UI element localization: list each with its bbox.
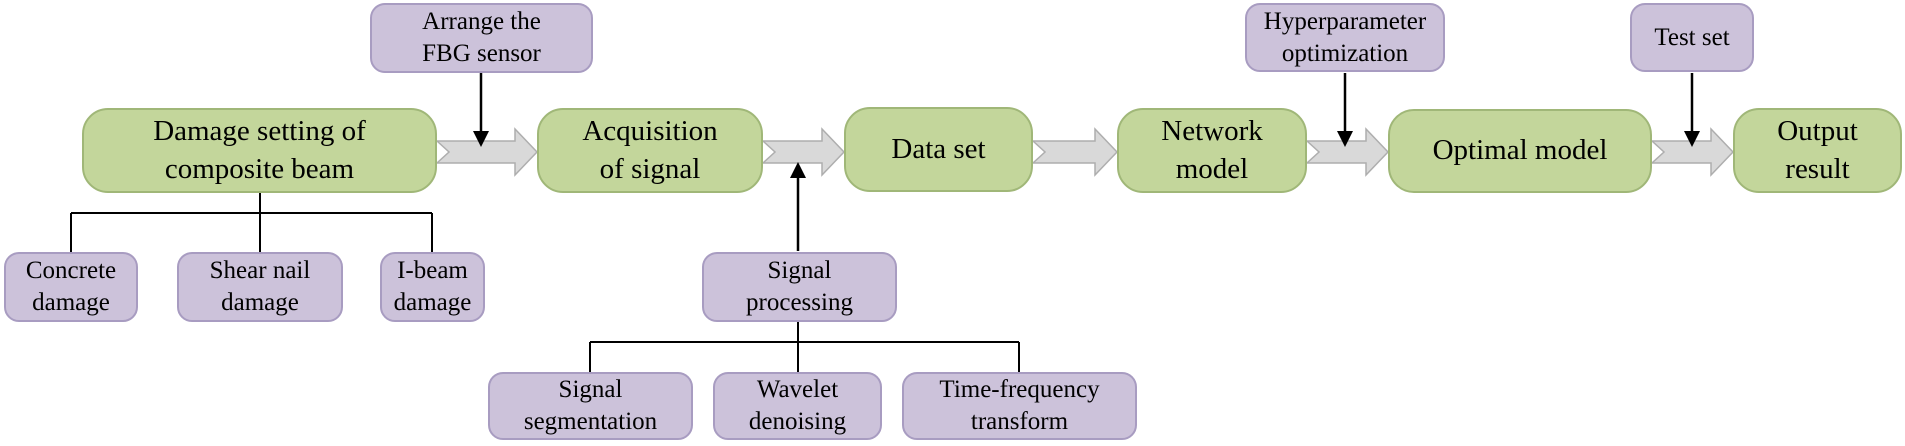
signal-tree-connector	[589, 322, 1020, 372]
node-ibeam-damage: I-beam damage	[380, 252, 485, 322]
node-test-set: Test set	[1630, 3, 1754, 72]
node-acquisition-of-signal: Acquisition of signal	[537, 108, 763, 193]
node-shear-nail-damage: Shear nail damage	[177, 252, 343, 322]
node-hyperparameter-optimization: Hyperparameter optimization	[1245, 3, 1445, 72]
damage-tree-connector	[70, 193, 433, 252]
flow-arrow-2	[761, 127, 846, 177]
node-time-frequency-transform: Time-frequency transform	[902, 372, 1137, 440]
node-optimal-model: Optimal model	[1388, 109, 1652, 193]
flow-arrow-3	[1031, 127, 1119, 177]
node-data-set: Data set	[844, 107, 1033, 192]
node-output-result: Output result	[1733, 108, 1902, 193]
node-signal-segmentation: Signal segmentation	[488, 372, 693, 440]
node-arrange-fbg-sensor: Arrange the FBG sensor	[370, 3, 593, 73]
signal-processing-arrowhead-icon	[790, 162, 806, 178]
node-signal-processing: Signal processing	[702, 252, 897, 322]
arrange-fbg-arrowhead-icon	[473, 131, 489, 147]
flow-arrow-4	[1305, 127, 1390, 177]
hyperparameter-arrowhead-icon	[1337, 131, 1353, 147]
node-damage-setting: Damage setting of composite beam	[82, 108, 437, 193]
flow-arrow-5	[1650, 127, 1735, 177]
node-concrete-damage: Concrete damage	[4, 252, 138, 322]
test-set-arrowhead-icon	[1684, 131, 1700, 147]
flow-arrow-1	[435, 127, 539, 177]
node-network-model: Network model	[1117, 108, 1307, 193]
node-wavelet-denoising: Wavelet denoising	[713, 372, 882, 440]
